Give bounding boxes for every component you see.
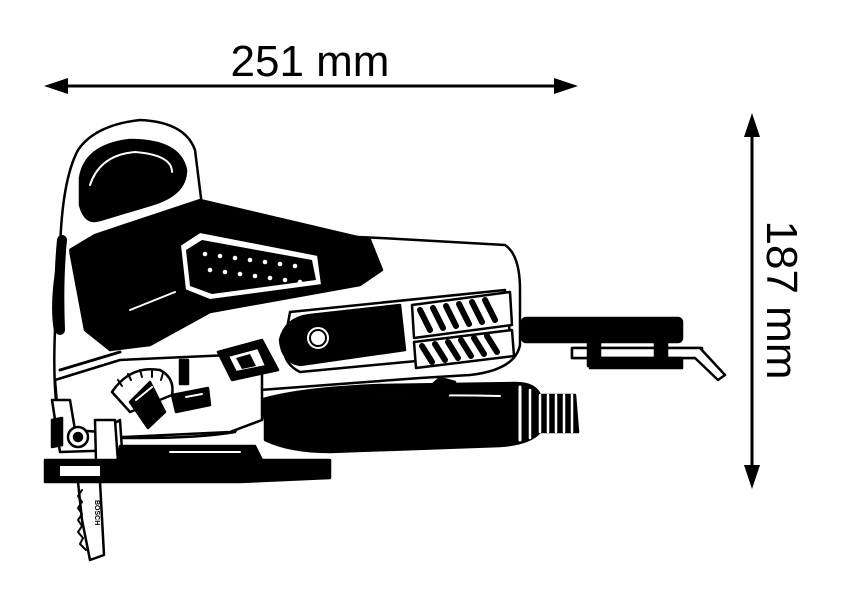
blade-brand-label: BOSCH — [93, 500, 100, 525]
height-arrow-bottom — [744, 465, 760, 489]
model-label: GST 90 E — [335, 337, 375, 352]
height-arrow-top — [744, 113, 760, 137]
jigsaw-illustration: BOSCH GST 90 E Professional — [43, 118, 727, 562]
pendulum-dial — [110, 368, 174, 430]
height-label: 187 mm — [757, 221, 806, 380]
speed-indicator — [178, 358, 190, 386]
height-dimension: 187 mm — [744, 113, 806, 489]
dust-extraction-tube — [258, 381, 580, 454]
power-switch — [216, 338, 280, 382]
front-ventilation — [410, 290, 516, 370]
parallel-guide — [520, 316, 727, 382]
width-arrow-right — [554, 78, 578, 94]
handle-opening — [78, 138, 188, 223]
grip-dots — [202, 251, 303, 285]
brand-badge: BOSCH GST 90 E Professional — [278, 303, 407, 367]
saw-blade: BOSCH — [76, 480, 106, 562]
width-dimension: 251 mm — [44, 37, 578, 94]
rear-ventilation — [123, 291, 180, 344]
width-label: 251 mm — [231, 37, 390, 86]
width-arrow-left — [44, 78, 68, 94]
base-plate — [43, 444, 332, 484]
brand-label: BOSCH — [332, 315, 391, 339]
